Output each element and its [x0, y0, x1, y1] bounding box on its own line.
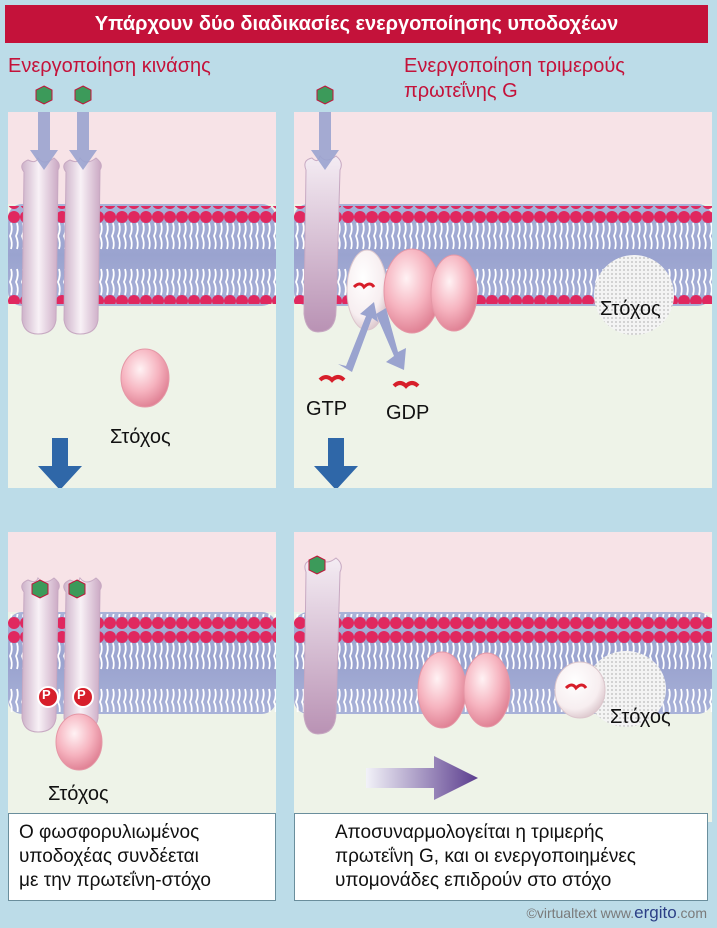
ligand-icon [35, 85, 53, 105]
target-dotted [594, 255, 674, 335]
caption-line: Ο φωσφορυλιωμένος [19, 822, 200, 843]
gdp-label: GDP [386, 402, 430, 424]
gpcr-receptor [303, 154, 342, 333]
credit-suffix: .com [676, 905, 707, 921]
phospho-badge [37, 686, 59, 708]
gtp-molecule [318, 375, 346, 383]
caption-line: υπομονάδες επιδρούν στο στόχο [335, 870, 612, 891]
caption-line: υποδοχέας συνδέεται [19, 846, 199, 867]
right-heading-line1: Ενεργοποίηση τριμερούς [404, 55, 625, 77]
left-caption: Ο φωσφορυλιωμένος υποδοχέας συνδέεται με… [8, 813, 276, 901]
ligand-icon [316, 85, 334, 105]
gprotein-before-panel: Στόχος GTP GDP [294, 112, 712, 488]
galpha-gtp-subunit [554, 661, 606, 719]
caption-line: πρωτεΐνη G, και οι ενεργοποιημένες [335, 846, 636, 867]
gbeta-gamma-subunits [417, 651, 511, 729]
caption-line: με την πρωτεΐνη-στόχο [19, 870, 211, 891]
credit: ©virtualtext www.ergito.com [527, 903, 707, 923]
left-heading: Ενεργοποίηση κινάσης [8, 55, 211, 77]
target-dotted [586, 651, 666, 727]
target-label: Στόχος [600, 298, 661, 320]
right-arrow-icon [366, 756, 478, 800]
page-title: Υπάρχουν δύο διαδικασίες ενεργοποίησης υ… [5, 5, 708, 43]
gdp-out-arrow-icon [376, 308, 406, 370]
gpcr-receptor [303, 556, 342, 735]
gprotein-after-panel: Στόχος [294, 532, 712, 822]
right-heading-line2: πρωτεΐνης G [404, 80, 518, 102]
credit-brand: ergito [634, 903, 677, 922]
phospho-label: P [42, 687, 51, 702]
target-label: Στόχος [110, 426, 171, 448]
gtp-label: GTP [306, 398, 348, 420]
credit-prefix: ©virtualtext www. [526, 905, 635, 921]
down-arrow-icon [38, 438, 82, 488]
phospho-label: P [77, 687, 86, 702]
ligand-icon [74, 85, 92, 105]
down-arrow-icon [314, 438, 358, 488]
target-protein [120, 348, 170, 408]
target-label: Στόχος [610, 706, 671, 728]
kinase-before-panel: Στόχος [8, 112, 276, 488]
gdp-molecule [392, 381, 420, 389]
kinase-after-panel: P P Στόχος [8, 532, 276, 822]
gprotein-trimer [346, 248, 478, 334]
target-label: Στόχος [48, 783, 109, 805]
gtp-in-arrow-icon [338, 302, 378, 372]
caption-line: Αποσυναρμολογείται η τριμερής [335, 822, 604, 843]
target-protein [55, 713, 103, 771]
phospho-badge [72, 686, 94, 708]
right-caption: Αποσυναρμολογείται η τριμερής πρωτεΐνη G… [294, 813, 708, 901]
